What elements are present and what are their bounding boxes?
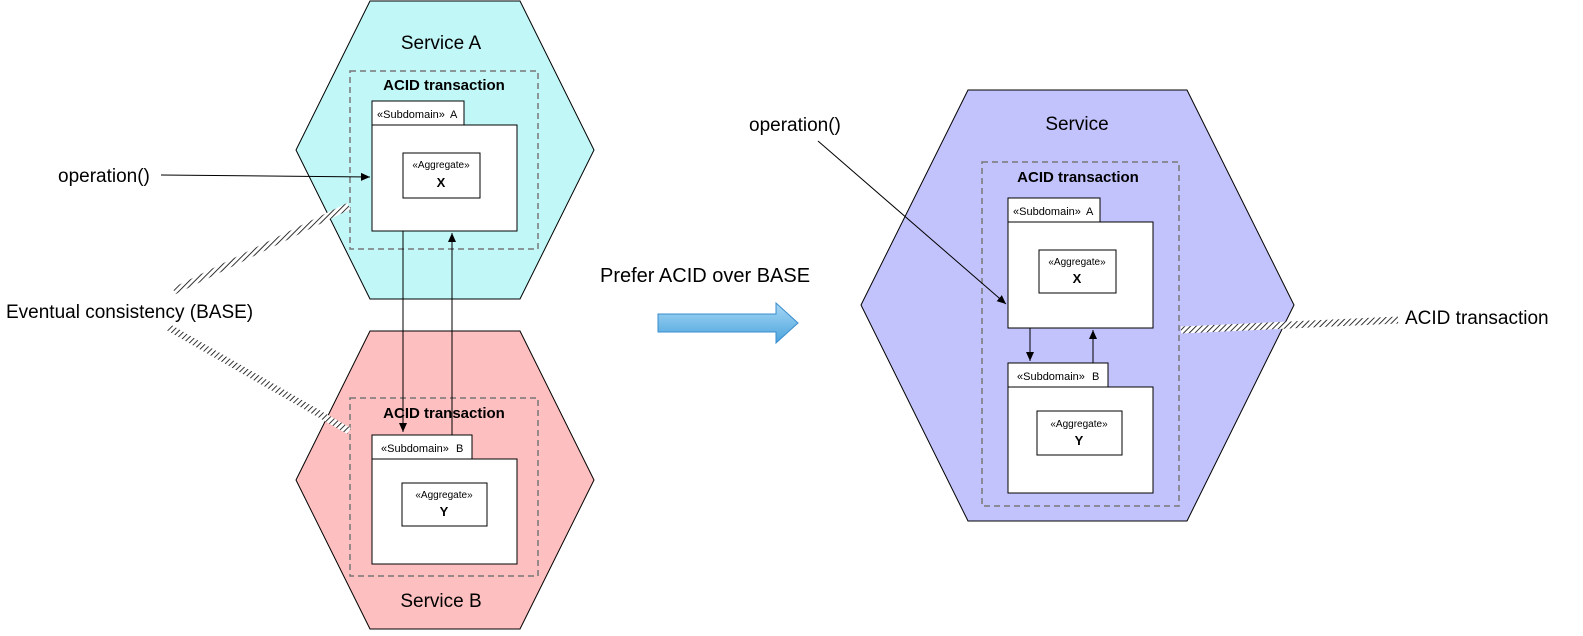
right-aggregate-x-stereotype: «Aggregate» <box>1048 257 1106 268</box>
left-operation-arrow <box>160 172 371 181</box>
left-operation-label: operation() <box>58 166 150 187</box>
service-b-group: Service B ACID transaction «Subdomain» B… <box>295 330 595 630</box>
service-b-transaction-label: ACID transaction <box>383 405 505 422</box>
aggregate-x-box <box>402 152 481 199</box>
aggregate-y-box <box>401 482 488 527</box>
transition-label: Prefer ACID over BASE <box>600 265 810 287</box>
aggregate-y-stereotype: «Aggregate» <box>415 490 473 501</box>
service-title: Service <box>1045 114 1108 135</box>
subdomain-b-name: B <box>456 443 463 455</box>
service-a-title: Service A <box>401 33 482 54</box>
right-operation-label: operation() <box>749 115 841 136</box>
right-subdomain-b-stereotype: «Subdomain» <box>1017 371 1085 383</box>
aggregate-x-name: X <box>437 175 446 190</box>
right-subdomain-b-tab <box>1007 362 1109 388</box>
service-group: Service ACID transaction «Subdomain» A «… <box>860 89 1295 522</box>
consistency-label: Eventual consistency (BASE) <box>6 302 253 323</box>
service-b-title: Service B <box>400 591 481 612</box>
right-aggregate-x-box <box>1038 249 1117 294</box>
right-subdomain-a-name: A <box>1086 206 1094 218</box>
right-operation-arrow <box>817 140 1007 305</box>
service-transaction-label: ACID transaction <box>1017 169 1139 186</box>
consistency-pointer-to-b <box>166 323 351 435</box>
service-b-transaction-boundary <box>349 397 539 577</box>
right-aggregate-y-box <box>1036 410 1123 456</box>
service-transaction-boundary <box>981 161 1180 507</box>
right-aggregate-y-stereotype: «Aggregate» <box>1050 419 1108 430</box>
service-a-transaction-boundary <box>349 70 539 250</box>
right-aggregate-x-name: X <box>1073 271 1082 286</box>
transition-arrow <box>657 301 799 345</box>
right-subdomain-a-tab <box>1007 197 1101 223</box>
aggregate-y-name: Y <box>440 504 449 519</box>
service-a-group: Service A ACID transaction «Subdomain» A… <box>295 0 595 300</box>
right-subdomain-a-stereotype: «Subdomain» <box>1013 206 1081 218</box>
right-subdomain-b-name: B <box>1092 371 1099 383</box>
aggregate-x-stereotype: «Aggregate» <box>412 160 470 171</box>
service-a-transaction-label: ACID transaction <box>383 77 505 94</box>
right-aggregate-y-name: Y <box>1075 433 1084 448</box>
subdomain-b-stereotype: «Subdomain» <box>381 443 449 455</box>
transaction-callout-pointer <box>1180 316 1399 334</box>
subdomain-a-name: A <box>450 109 458 121</box>
subdomain-a-stereotype: «Subdomain» <box>377 109 445 121</box>
transaction-callout-label: ACID transaction <box>1405 308 1549 329</box>
subdomain-a-tab <box>371 100 465 126</box>
consistency-pointer-to-a <box>172 202 351 295</box>
